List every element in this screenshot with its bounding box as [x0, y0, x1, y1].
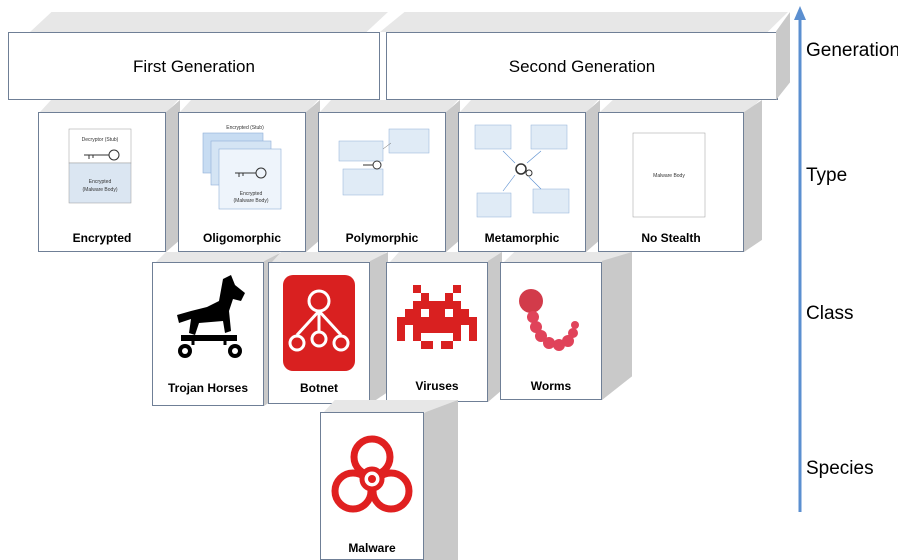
polymorphic-diagram — [338, 128, 430, 196]
axis-arrow — [794, 6, 806, 512]
axis-label-class: Class — [806, 303, 854, 324]
axis-label-generation: Generation — [806, 40, 898, 61]
worm-icon — [519, 289, 579, 351]
trojan-horse-icon — [177, 275, 245, 358]
axis-label-species: Species — [806, 458, 874, 479]
encrypted-diagram: Decryptor (Stub) Encrypted (Malware Body… — [68, 128, 132, 204]
svg-text:Malware Body: Malware Body — [653, 173, 685, 179]
species-malware-label: Malware — [348, 541, 396, 555]
type-polymorphic-label: Polymorphic — [345, 231, 419, 245]
biohazard-icon — [331, 435, 413, 513]
svg-text:(Malware Body): (Malware Body) — [82, 187, 117, 193]
type-metamorphic-label: Metamorphic — [484, 231, 560, 245]
svg-text:(Malware Body): (Malware Body) — [233, 198, 268, 204]
type-oligomorphic-label: Oligomorphic — [203, 231, 281, 245]
botnet-icon — [283, 275, 355, 371]
type-encrypted-label: Encrypted — [72, 231, 132, 245]
key-icon — [363, 160, 382, 170]
metamorphic-diagram — [474, 124, 570, 218]
generation-first-label: First Generation — [133, 57, 255, 76]
gear-icon — [515, 163, 533, 177]
svg-text:Encrypted: Encrypted — [240, 191, 263, 197]
axis-label-type: Type — [806, 165, 848, 186]
key-icon — [235, 167, 267, 179]
no-stealth-diagram: Malware Body — [632, 132, 706, 218]
class-trojan-label: Trojan Horses — [167, 381, 249, 395]
svg-text:Decryptor (Stub): Decryptor (Stub) — [82, 137, 119, 143]
key-icon — [84, 149, 120, 161]
type-no-stealth-label: No Stealth — [641, 231, 701, 245]
svg-text:Encrypted (Stub): Encrypted (Stub) — [226, 125, 264, 131]
oligomorphic-diagram: Encrypted (Stub) Encrypted (Malware Body… — [202, 125, 282, 210]
class-worms-label: Worms — [530, 379, 572, 393]
class-viruses-label: Viruses — [415, 379, 459, 393]
generation-second-label: Second Generation — [508, 57, 656, 76]
class-botnet-label: Botnet — [300, 381, 338, 395]
svg-text:Encrypted: Encrypted — [89, 179, 112, 185]
space-invader-icon — [397, 285, 477, 349]
